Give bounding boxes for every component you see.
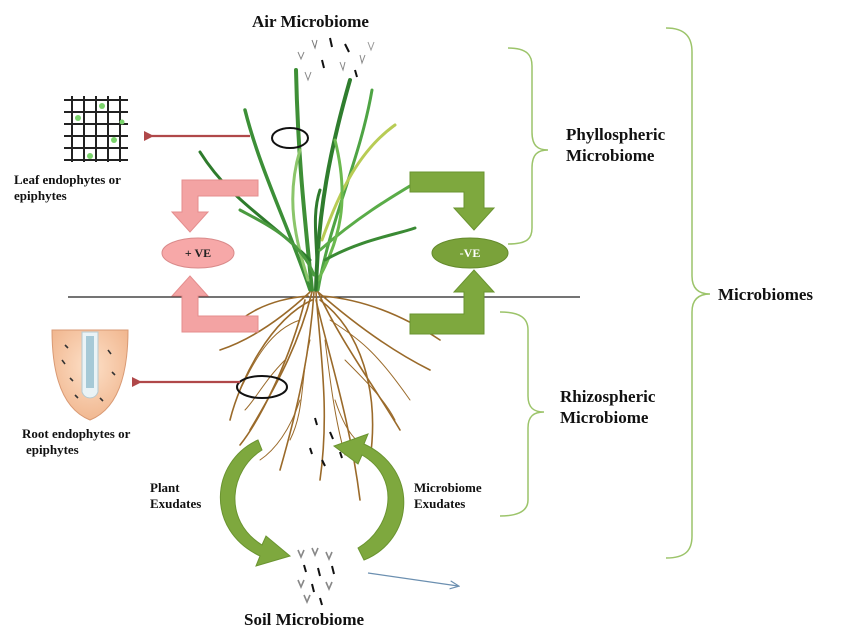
- negative-pill-label: -VE: [460, 246, 481, 260]
- positive-arrow-bottom: [170, 275, 259, 333]
- rhizospheric-label: Rhizospheric Microbiome: [560, 386, 655, 429]
- rhizospheric-line1: Rhizospheric: [560, 387, 656, 406]
- rhizospheric-bracket: [499, 311, 545, 517]
- blue-pointer-arrow: [367, 572, 458, 586]
- plant-exudates-label: Plant Exudates: [150, 480, 201, 513]
- air-microbes: [297, 37, 375, 82]
- positive-arrow-top: [170, 179, 259, 233]
- phyllospheric-line2: Microbiome: [566, 146, 655, 166]
- leaf-endophytes-line2: epiphytes: [14, 188, 67, 204]
- microbiome-exudates-label: Microbiome Exudates: [414, 480, 482, 513]
- soil-microbes-bottom: [297, 547, 335, 606]
- positive-pill: + VE: [161, 237, 235, 269]
- microbiomes-bracket: [665, 27, 711, 559]
- microbiome-exudates-line1: Microbiome: [414, 480, 482, 495]
- negative-arrow-bottom: [409, 269, 496, 335]
- positive-pill-label: + VE: [185, 246, 211, 260]
- microbiome-exudates-line2: Exudates: [414, 496, 466, 512]
- soil-microbes-root: [309, 417, 343, 467]
- leaf-marker-circle: [271, 127, 309, 149]
- root-endophytes-line1: Root endophytes or: [22, 426, 131, 441]
- leaf-endophytes-line1: Leaf endophytes or: [14, 172, 121, 187]
- plant-exudates-line2: Exudates: [150, 496, 202, 512]
- leaf-tissue-image: [62, 92, 130, 164]
- phyllospheric-label: Phyllospheric Microbiome: [566, 124, 665, 167]
- root-endophytes-label: Root endophytes or epiphytes: [22, 426, 130, 459]
- plant-exudates-arrow: [219, 439, 292, 567]
- air-microbiome-label: Air Microbiome: [252, 12, 369, 31]
- negative-pill: -VE: [431, 237, 509, 269]
- microbiomes-label: Microbiomes: [718, 285, 814, 304]
- rhizospheric-line2: Microbiome: [560, 408, 649, 428]
- plant-leaves: [198, 68, 422, 292]
- phyllospheric-line1: Phyllospheric: [566, 125, 666, 144]
- plant-exudates-line1: Plant: [150, 480, 180, 495]
- root-marker-circle: [236, 375, 288, 399]
- leaf-endophytes-label: Leaf endophytes or epiphytes: [14, 172, 121, 205]
- soil-microbiome-label: Soil Microbiome: [244, 610, 365, 629]
- root-endophytes-line2: epiphytes: [26, 442, 79, 458]
- phyllospheric-bracket: [507, 47, 549, 245]
- root-tip-image: [51, 329, 129, 421]
- negative-arrow-top: [409, 171, 496, 231]
- microbiome-exudates-arrow: [332, 433, 405, 561]
